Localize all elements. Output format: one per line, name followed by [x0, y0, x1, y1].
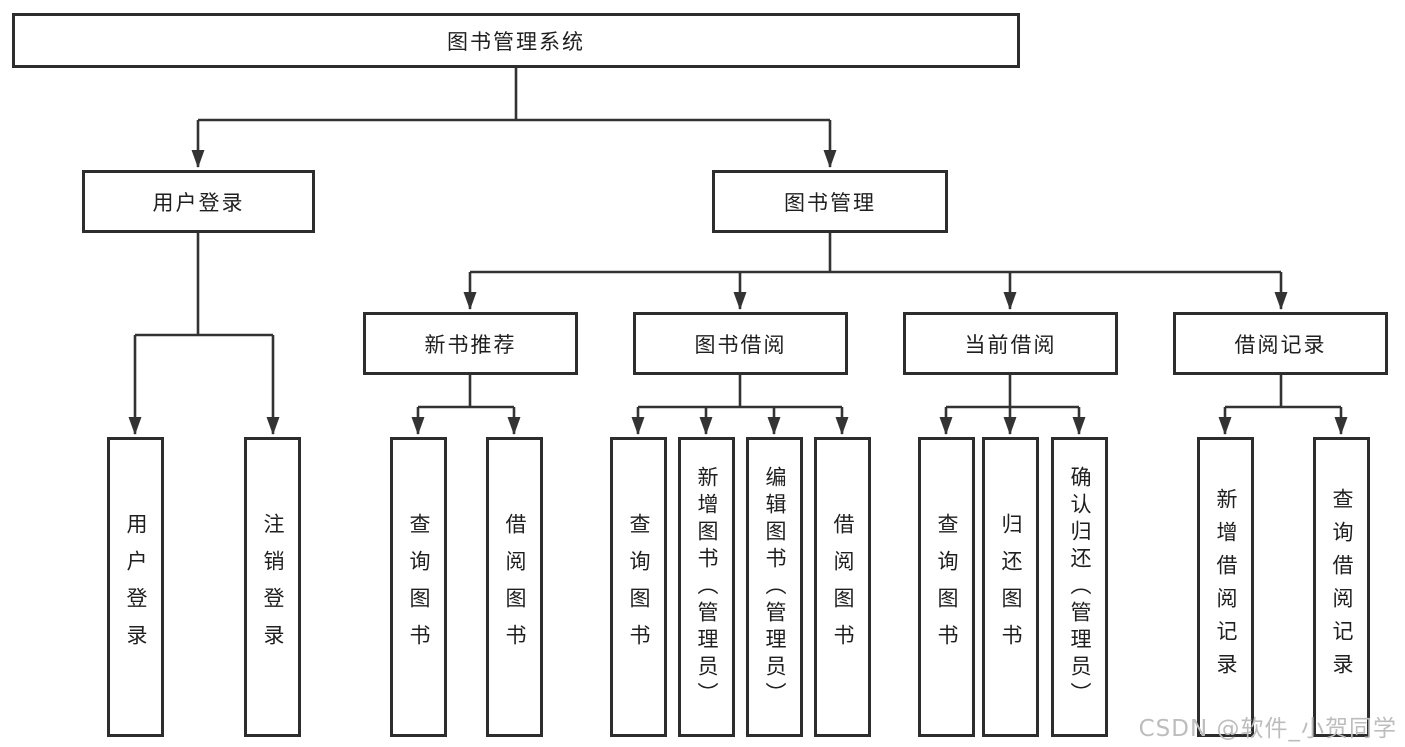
leaf-label: 查询图书	[935, 513, 959, 661]
node-label: 新书推荐	[424, 332, 517, 357]
leaf-label: 用户登录	[124, 513, 148, 661]
node-current-borrowing: 当前借阅	[903, 312, 1118, 375]
csdn-watermark: CSDN @软件_小贺同学	[1138, 716, 1397, 742]
leaf-user-login: 用户登录	[107, 437, 164, 737]
leaf-logout: 注销登录	[244, 437, 301, 737]
leaf-borrow-books-recommend: 借阅图书	[486, 437, 543, 737]
node-book-borrowing: 图书借阅	[633, 312, 848, 375]
leaf-label: 查询图书	[407, 513, 431, 661]
leaf-label: 新增图书（管理员）	[695, 465, 719, 709]
node-label: 图书借阅	[694, 332, 787, 357]
leaf-query-books-borrow: 查询图书	[610, 437, 667, 737]
node-new-book-recommendation: 新书推荐	[363, 312, 578, 375]
node-user-login: 用户登录	[82, 170, 315, 233]
leaf-label: 注销登录	[261, 513, 285, 661]
node-label: 用户登录	[152, 190, 245, 215]
node-library-management-system: 图书管理系统	[12, 13, 1020, 68]
leaf-label: 查询图书	[627, 513, 651, 661]
node-label: 当前借阅	[964, 332, 1057, 357]
leaf-label: 新增借阅记录	[1214, 488, 1238, 686]
node-borrow-records: 借阅记录	[1173, 312, 1388, 375]
leaf-edit-book-admin: 编辑图书（管理员）	[746, 437, 803, 737]
leaf-label: 归还图书	[999, 513, 1023, 661]
leaf-label: 借阅图书	[831, 513, 855, 661]
node-label: 图书管理	[784, 190, 876, 215]
leaf-confirm-return-admin: 确认归还（管理员）	[1051, 437, 1108, 737]
leaf-query-books-current: 查询图书	[918, 437, 975, 737]
leaf-borrow-books: 借阅图书	[814, 437, 871, 737]
leaf-label: 查询借阅记录	[1330, 488, 1354, 686]
leaf-label: 编辑图书（管理员）	[763, 465, 787, 709]
node-book-management: 图书管理	[712, 170, 948, 233]
leaf-label: 借阅图书	[503, 513, 527, 661]
node-label: 图书管理系统	[447, 29, 585, 54]
leaf-label: 确认归还（管理员）	[1068, 465, 1092, 709]
leaf-add-borrow-record: 新增借阅记录	[1197, 437, 1254, 737]
leaf-add-book-admin: 新增图书（管理员）	[678, 437, 735, 737]
leaf-query-books-recommend: 查询图书	[390, 437, 447, 737]
leaf-return-books: 归还图书	[982, 437, 1039, 737]
node-label: 借阅记录	[1234, 332, 1327, 357]
leaf-query-borrow-record: 查询借阅记录	[1313, 437, 1370, 737]
